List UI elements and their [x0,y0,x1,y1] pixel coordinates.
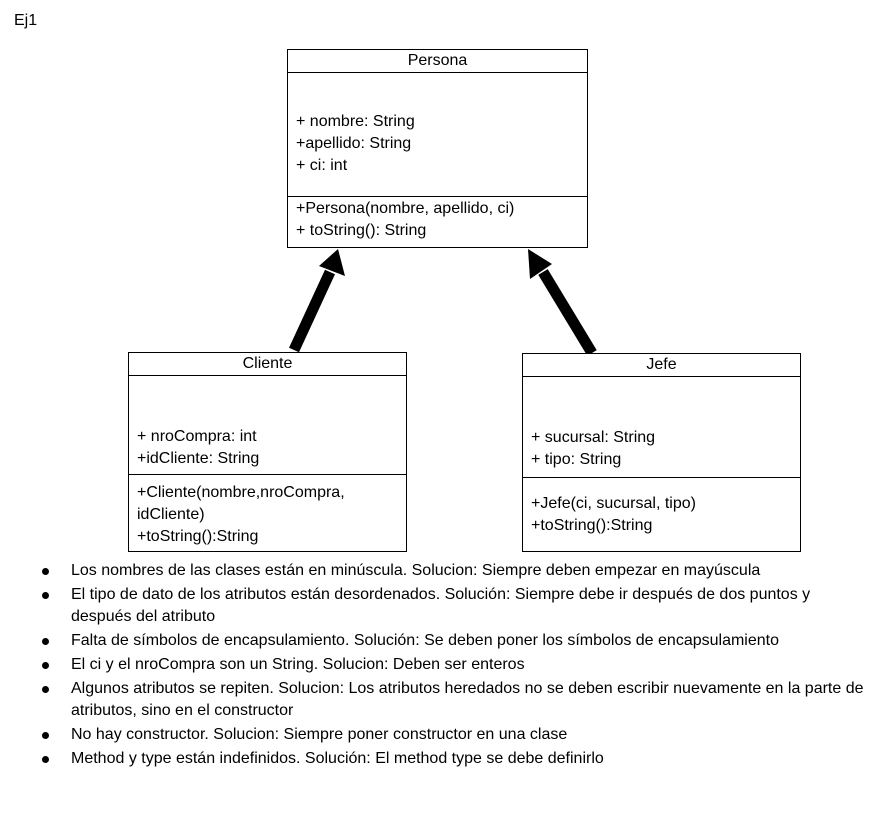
note-text: No hay constructor. Solucion: Siempre po… [71,726,568,743]
class-name: Persona [288,50,587,73]
arrow-jefe-to-persona [528,249,597,356]
class-name: Jefe [523,354,800,377]
attribute: + ci: int [296,157,348,174]
list-item: Los nombres de las clases están en minús… [42,560,872,582]
class-cliente[interactable]: Cliente + nroCompra: int +idCliente: Str… [128,352,407,552]
list-item: Method y type están indefinidos. Solució… [42,748,872,770]
bullet-icon [42,686,49,693]
class-name: Cliente [129,353,406,376]
attribute: +idCliente: String [137,450,260,467]
method: +Persona(nombre, apellido, ci) [296,200,515,217]
method: + toString(): String [296,222,427,239]
methods-section: +Jefe(ci, sucursal, tipo) +toString():St… [523,478,800,537]
bullet-icon [42,732,49,739]
attribute: +apellido: String [296,135,412,152]
bullet-icon [42,662,49,669]
notes-list: Los nombres de las clases están en minús… [42,560,872,772]
arrow-cliente-to-persona [289,249,345,353]
bullet-icon [42,568,49,575]
note-text: Falta de símbolos de encapsulamiento. So… [71,632,779,649]
list-item: Falta de símbolos de encapsulamiento. So… [42,630,872,652]
attribute: + nombre: String [296,113,415,130]
note-text: El tipo de dato de los atributos están d… [71,586,811,625]
list-item: El ci y el nroCompra son un String. Solu… [42,654,872,676]
methods-section: +Persona(nombre, apellido, ci) + toStrin… [288,197,587,242]
note-text: Method y type están indefinidos. Solució… [71,750,604,767]
method: +toString():String [531,517,653,534]
class-jefe[interactable]: Jefe + sucursal: String + tipo: String +… [522,353,801,552]
attributes-section: + nombre: String +apellido: String + ci:… [288,73,587,197]
method: +Cliente(nombre,nroCompra, idCliente) [137,484,345,523]
list-item: No hay constructor. Solucion: Siempre po… [42,724,872,746]
attribute: + nroCompra: int [137,428,257,445]
note-text: Los nombres de las clases están en minús… [71,562,761,579]
class-persona[interactable]: Persona + nombre: String +apellido: Stri… [287,49,588,248]
method: +Jefe(ci, sucursal, tipo) [531,495,696,512]
attributes-section: + sucursal: String + tipo: String [523,377,800,478]
attribute: + sucursal: String [531,429,656,446]
note-text: El ci y el nroCompra son un String. Solu… [71,656,525,673]
attributes-section: + nroCompra: int +idCliente: String [129,376,406,475]
attribute: + tipo: String [531,451,622,468]
list-item: Algunos atributos se repiten. Solucion: … [42,678,872,722]
bullet-icon [42,756,49,763]
list-item: El tipo de dato de los atributos están d… [42,584,872,628]
exercise-heading: Ej1 [14,12,38,29]
bullet-icon [42,638,49,645]
note-text: Algunos atributos se repiten. Solucion: … [71,680,864,719]
methods-section: +Cliente(nombre,nroCompra, idCliente) +t… [129,475,406,548]
bullet-icon [42,592,49,599]
method: +toString():String [137,528,259,545]
